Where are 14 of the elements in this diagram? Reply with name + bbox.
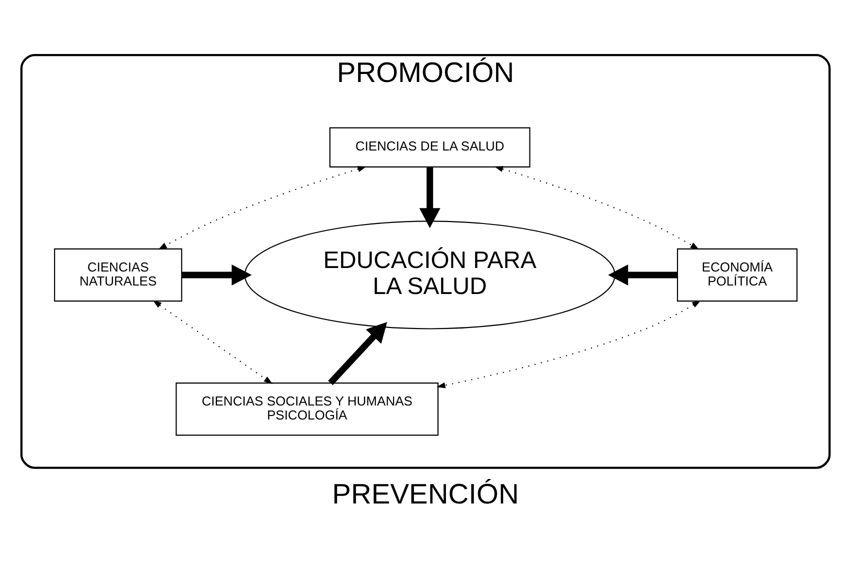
arrow xyxy=(182,264,252,285)
node-label: PREVENCIÓN xyxy=(332,476,519,509)
arrow xyxy=(158,166,366,250)
node-box: CIENCIAS NATURALES xyxy=(54,248,182,302)
node-box: CIENCIAS DE LA SALUD xyxy=(329,126,530,167)
arrow xyxy=(494,166,700,250)
arrow xyxy=(328,321,388,385)
arrow xyxy=(419,166,440,228)
node-box: CIENCIAS SOCIALES Y HUMANAS PSICOLOGÍA xyxy=(176,382,439,436)
arrow xyxy=(152,300,273,384)
node-ellipse: EDUCACIÓN PARA LA SALUD xyxy=(244,220,616,329)
node-box: ECONOMÍA POLÍTICA xyxy=(676,248,798,302)
arrow xyxy=(608,264,678,285)
arrow xyxy=(436,300,701,388)
